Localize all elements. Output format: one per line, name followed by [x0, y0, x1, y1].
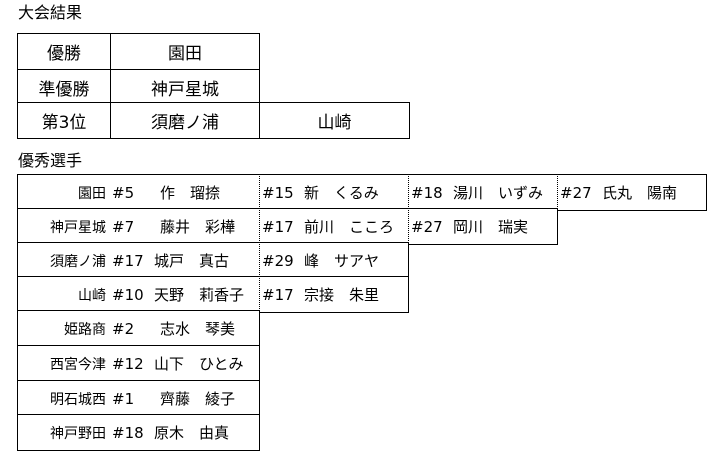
player-name: 天野 莉香子	[154, 286, 245, 304]
player-name: 前川 こころ	[304, 218, 395, 236]
player-number: #18	[112, 423, 144, 442]
player-name: 新 くるみ	[304, 184, 379, 202]
player-number: #2	[112, 319, 135, 338]
player-name: 齊藤 綾子	[160, 390, 236, 408]
player-cell: #18 湯川 いずみ	[408, 174, 557, 211]
player-cell: #17 前川 こころ	[259, 208, 408, 245]
players-team-cell: 西宮今津	[17, 345, 111, 382]
player-name: 湯川 いずみ	[453, 184, 544, 202]
player-name: 宗接 朱里	[304, 286, 380, 304]
player-number: #1	[112, 389, 135, 408]
player-name: 志水 琴美	[160, 320, 236, 338]
players-team-cell: 神戸星城	[17, 208, 111, 245]
player-cell: #17 城戸 真古	[110, 242, 259, 279]
player-number: #17	[112, 251, 144, 270]
player-cell: #10 天野 莉香子	[110, 276, 259, 313]
player-name: 山下 ひとみ	[154, 355, 244, 373]
player-number: #17	[262, 285, 294, 304]
player-cell: #1 齊藤 綾子	[110, 380, 260, 417]
player-name: 岡川 瑞実	[453, 218, 529, 236]
players-team-cell: 神戸野田	[17, 414, 111, 451]
player-name: 城戸 真古	[154, 252, 230, 270]
players-team-cell: 園田	[17, 174, 111, 211]
player-name: 氏丸 陽南	[602, 184, 678, 202]
player-name: 藤井 彩樺	[160, 218, 236, 236]
results-rank-cell: 優勝	[17, 33, 111, 70]
results-team-cell: 神戸星城	[110, 69, 260, 106]
player-cell: #7 藤井 彩樺	[110, 208, 259, 245]
player-number: #7	[112, 217, 135, 236]
results-team-cell: 山崎	[259, 102, 410, 139]
player-number: #27	[560, 183, 592, 202]
results-team-cell: 須磨ノ浦	[110, 102, 260, 139]
player-number: #29	[262, 251, 294, 270]
results-rank-cell: 準優勝	[17, 69, 111, 106]
player-cell: #27 岡川 瑞実	[408, 208, 558, 245]
players-team-cell: 須磨ノ浦	[17, 242, 111, 279]
player-name: 峰 サアヤ	[304, 252, 380, 270]
player-number: #17	[262, 217, 294, 236]
player-cell: #2 志水 琴美	[110, 310, 260, 347]
player-cell: #17 宗接 朱里	[259, 276, 409, 313]
player-number: #10	[112, 285, 144, 304]
players-title: 優秀選手	[18, 151, 83, 170]
players-team-cell: 姫路商	[17, 310, 111, 347]
player-cell: #29 峰 サアヤ	[259, 242, 409, 279]
player-cell: #27 氏丸 陽南	[557, 174, 707, 211]
results-rank-cell: 第3位	[17, 102, 111, 139]
player-cell: #5 作 瑠捺	[110, 174, 259, 211]
player-name: 作 瑠捺	[160, 184, 221, 202]
player-number: #5	[112, 183, 135, 202]
player-number: #12	[112, 354, 144, 373]
players-team-cell: 明石城西	[17, 380, 111, 417]
player-number: #15	[262, 183, 294, 202]
player-number: #27	[411, 217, 443, 236]
player-cell: #18 原木 由真	[110, 414, 260, 451]
player-cell: #12 山下 ひとみ	[110, 345, 260, 382]
results-team-cell: 園田	[110, 33, 260, 70]
player-name: 原木 由真	[154, 424, 230, 442]
player-cell: #15 新 くるみ	[259, 174, 408, 211]
players-team-cell: 山崎	[17, 276, 111, 313]
player-number: #18	[411, 183, 443, 202]
results-title: 大会結果	[18, 3, 83, 22]
